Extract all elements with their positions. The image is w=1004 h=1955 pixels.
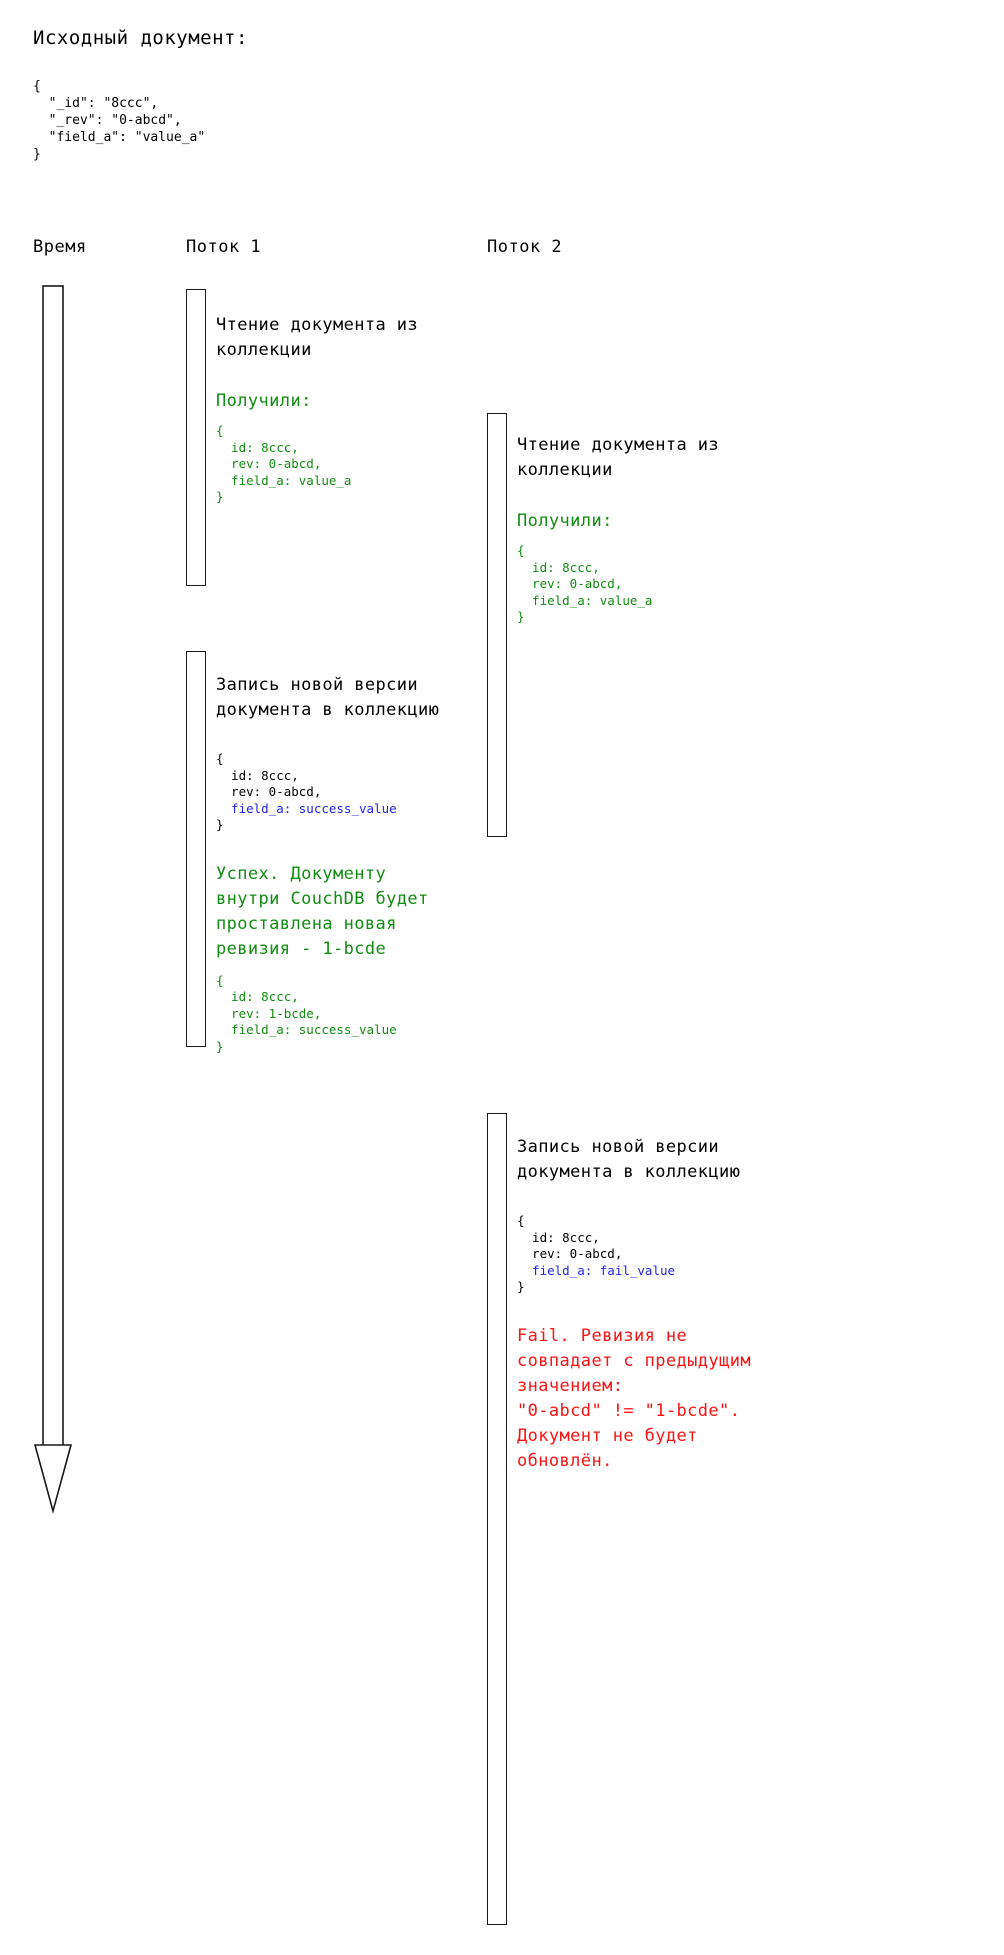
code-line-changed: field_a: fail_value bbox=[517, 1262, 676, 1278]
thread1-step2-result-code: { id: 8ccc, rev: 1-bcde, field_a: succes… bbox=[216, 972, 397, 1054]
column-header-thread2: Поток 2 bbox=[487, 237, 563, 257]
thread1-step2-title: Запись новой версии документа в коллекци… bbox=[216, 675, 440, 720]
time-arrow-icon bbox=[33, 285, 73, 1515]
code-line: { bbox=[517, 1213, 525, 1228]
time-axis-arrow bbox=[32, 285, 92, 1519]
thread1-step2: Запись новой версии документа в коллекци… bbox=[216, 673, 491, 1055]
thread2-step1: Чтение документа из коллекции Получили: … bbox=[517, 433, 792, 626]
thread1-step1-title: Чтение документа из коллекции bbox=[216, 315, 419, 360]
thread2-step1-title: Чтение документа из коллекции bbox=[517, 435, 720, 480]
source-document-code: { "_id": "8ccc", "_rev": "0-abcd", "fiel… bbox=[33, 79, 206, 162]
code-line: { bbox=[216, 751, 224, 766]
thread2-step1-note: Получили: bbox=[517, 511, 613, 531]
column-header-thread1: Поток 1 bbox=[186, 237, 262, 257]
code-line: rev: 0-abcd, bbox=[517, 1246, 623, 1261]
thread1-step1-lifebar bbox=[186, 289, 206, 586]
thread1-step2-lifebar bbox=[186, 651, 206, 1047]
thread1-step2-request-code: { id: 8ccc, rev: 0-abcd, field_a: succes… bbox=[216, 751, 491, 834]
thread1-step1: Чтение документа из коллекции Получили: … bbox=[216, 313, 481, 506]
thread2-step2-lifebar bbox=[487, 1113, 507, 1925]
thread2-step1-lifebar bbox=[487, 413, 507, 837]
thread2-step2-note: Fail. Ревизия не совпадает с предыдущим … bbox=[517, 1325, 751, 1471]
thread1-step1-note: Получили: bbox=[216, 391, 312, 411]
code-line: rev: 0-abcd, bbox=[216, 784, 322, 799]
page-title: Исходный документ: bbox=[33, 27, 248, 49]
code-line: id: 8ccc, bbox=[517, 1229, 600, 1245]
thread2-step1-code: { id: 8ccc, rev: 0-abcd, field_a: value_… bbox=[517, 543, 653, 624]
column-header-time: Время bbox=[33, 237, 87, 257]
thread2-step2-request-code: { id: 8ccc, rev: 0-abcd, field_a: fail_v… bbox=[517, 1213, 817, 1296]
code-line-changed: field_a: success_value bbox=[216, 800, 397, 816]
code-line: } bbox=[216, 817, 224, 832]
thread1-step1-code: { id: 8ccc, rev: 0-abcd, field_a: value_… bbox=[216, 423, 352, 504]
thread2-step2: Запись новой версии документа в коллекци… bbox=[517, 1135, 817, 1474]
thread1-step2-note: Успех. Документу внутри CouchDB будет пр… bbox=[216, 863, 429, 959]
thread2-step2-title: Запись новой версии документа в коллекци… bbox=[517, 1137, 741, 1182]
code-line: } bbox=[517, 1279, 525, 1294]
code-line: id: 8ccc, bbox=[216, 767, 299, 783]
